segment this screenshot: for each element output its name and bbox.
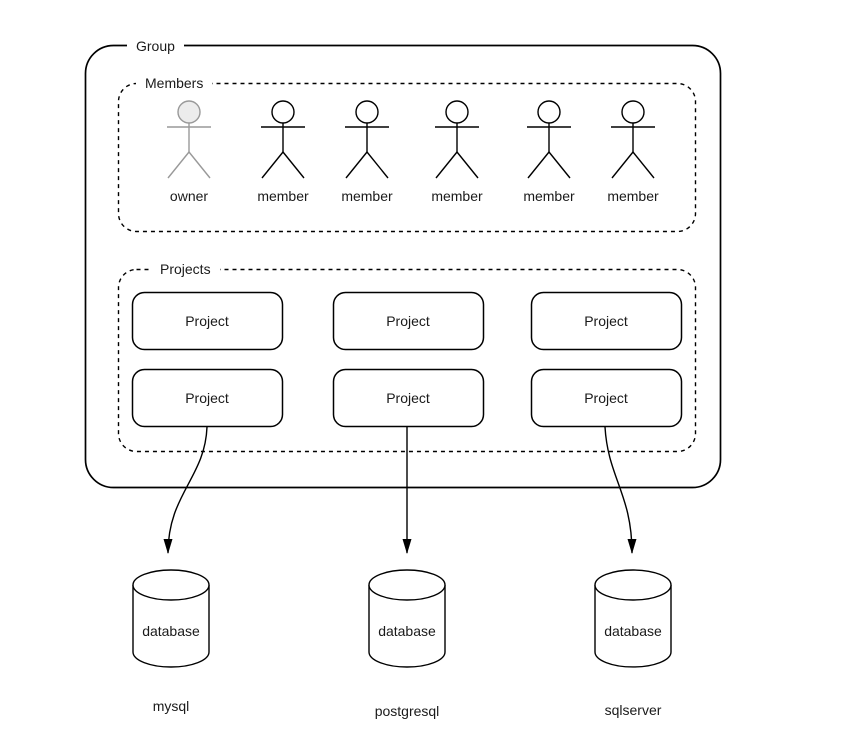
member-figure-icon (527, 100, 571, 179)
member-figure-icon (435, 100, 479, 179)
connector-arrows (163, 426, 637, 554)
member-figure-icon (611, 100, 655, 179)
projects-container-box (117, 268, 697, 453)
database-shape-label: database (378, 623, 436, 639)
project-box-label: Project (386, 389, 430, 406)
project-box (332, 291, 485, 351)
members-title: Members (136, 73, 213, 93)
project-box (332, 368, 485, 428)
person-label-member: member (431, 188, 483, 204)
project-box (530, 291, 683, 351)
person-label-member: member (523, 188, 575, 204)
person-label-owner: owner (169, 188, 209, 204)
database-cylinder-postgresql (368, 569, 446, 668)
arrow-project-to-mysql (163, 426, 208, 554)
database-name-mysql: mysql (152, 698, 190, 714)
database-cylinder-mysql (132, 569, 210, 668)
project-boxes (131, 291, 683, 428)
person-label-member: member (257, 188, 309, 204)
project-box-label: Project (584, 389, 628, 406)
database-shape-label: database (604, 623, 662, 639)
member-figure-icon (261, 100, 305, 179)
database-shape-label: database (142, 623, 200, 639)
project-box-label: Project (386, 312, 430, 329)
projects-title: Projects (151, 259, 220, 279)
database-name-postgresql: postgresql (374, 703, 440, 719)
group-title: Group (127, 36, 184, 56)
person-label-member: member (341, 188, 393, 204)
database-cylinder-sqlserver (594, 569, 672, 668)
project-box (530, 368, 683, 428)
project-box (131, 368, 284, 428)
project-box-label: Project (185, 389, 229, 406)
database-name-sqlserver: sqlserver (604, 702, 662, 718)
members-container-box (117, 82, 697, 233)
project-box (131, 291, 284, 351)
member-figure-icon (345, 100, 389, 179)
arrow-project-to-sqlserver (604, 426, 637, 554)
project-box-label: Project (584, 312, 628, 329)
owner-figure-icon (167, 100, 211, 179)
project-box-label: Project (185, 312, 229, 329)
group-container-box (84, 44, 722, 489)
person-label-member: member (607, 188, 659, 204)
